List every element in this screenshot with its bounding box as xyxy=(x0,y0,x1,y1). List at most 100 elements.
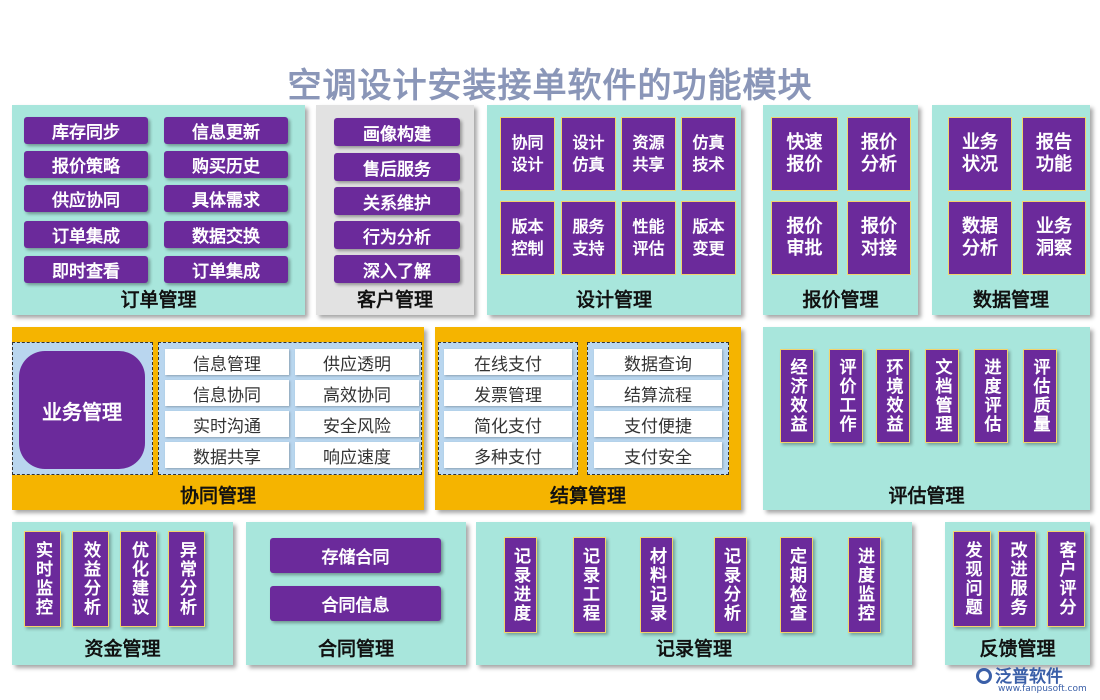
panel-data: 业务状况 报告功能 数据分析 业务洞察 数据管理 xyxy=(932,105,1090,315)
collab-item[interactable]: 供应透明 xyxy=(295,349,419,375)
data-item[interactable]: 数据分析 xyxy=(948,201,1012,275)
collab-item[interactable]: 信息管理 xyxy=(165,349,289,375)
eval-item[interactable]: 评价工作 xyxy=(829,349,863,443)
order-item[interactable]: 报价策略 xyxy=(24,151,148,178)
contract-item[interactable]: 合同信息 xyxy=(270,586,441,621)
collab-item[interactable]: 安全风险 xyxy=(295,411,419,437)
design-item[interactable]: 性能评估 xyxy=(621,201,676,275)
settle-item[interactable]: 在线支付 xyxy=(444,349,572,375)
brand-url: www.fanpusoft.com xyxy=(998,684,1087,694)
design-item[interactable]: 仿真技术 xyxy=(681,117,736,191)
settle-item[interactable]: 多种支付 xyxy=(444,442,572,468)
page-title: 空调设计安装接单软件的功能模块 xyxy=(287,66,813,106)
data-item[interactable]: 业务状况 xyxy=(948,117,1012,191)
eval-item[interactable]: 经济效益 xyxy=(780,349,814,443)
panel-label: 评估管理 xyxy=(888,485,965,507)
order-item[interactable]: 购买历史 xyxy=(164,151,288,178)
feedback-item[interactable]: 发现问题 xyxy=(953,531,991,627)
panel-label: 合同管理 xyxy=(317,638,394,660)
panel-label: 结算管理 xyxy=(549,485,626,507)
quote-item[interactable]: 快速报价 xyxy=(771,117,838,191)
collab-item[interactable]: 高效协同 xyxy=(295,380,419,406)
fund-item[interactable]: 异常分析 xyxy=(168,531,205,627)
design-item[interactable]: 服务支持 xyxy=(561,201,616,275)
customer-item[interactable]: 画像构建 xyxy=(334,118,460,146)
quote-item[interactable]: 报价分析 xyxy=(847,117,911,191)
design-item[interactable]: 设计仿真 xyxy=(561,117,616,191)
panel-customer: 画像构建 售后服务 关系维护 行为分析 深入了解 客户管理 xyxy=(316,105,474,315)
settle-item[interactable]: 数据查询 xyxy=(594,349,722,375)
panel-label: 反馈管理 xyxy=(979,638,1056,660)
order-item[interactable]: 订单集成 xyxy=(24,221,148,248)
record-item[interactable]: 进度监控 xyxy=(848,537,881,633)
eval-item[interactable]: 进度评估 xyxy=(974,349,1008,443)
brand-logo-icon xyxy=(976,668,992,684)
design-item[interactable]: 资源共享 xyxy=(621,117,676,191)
settle-item[interactable]: 支付安全 xyxy=(594,442,722,468)
settle-item[interactable]: 结算流程 xyxy=(594,380,722,406)
panel-order: 库存同步 信息更新 报价策略 购买历史 供应协同 具体需求 订单集成 数据交换 … xyxy=(12,105,305,315)
record-item[interactable]: 记录进度 xyxy=(504,537,537,633)
customer-item[interactable]: 售后服务 xyxy=(334,153,460,181)
collab-item[interactable]: 响应速度 xyxy=(295,442,419,468)
record-item[interactable]: 定期检查 xyxy=(780,537,813,633)
customer-item[interactable]: 深入了解 xyxy=(334,255,460,283)
panel-fund: 实时监控 效益分析 优化建议 异常分析 资金管理 xyxy=(12,522,233,665)
panel-label: 订单管理 xyxy=(120,289,197,311)
panel-label: 设计管理 xyxy=(575,289,652,311)
record-item[interactable]: 记录分析 xyxy=(714,537,747,633)
feedback-item[interactable]: 改进服务 xyxy=(998,531,1036,627)
fund-item[interactable]: 效益分析 xyxy=(72,531,109,627)
panel-eval: 经济效益 评价工作 环境效益 文档管理 进度评估 评估质量 评估管理 xyxy=(763,327,1090,510)
collab-item[interactable]: 数据共享 xyxy=(165,442,289,468)
settle-box-right: 数据查询 结算流程 支付便捷 支付安全 xyxy=(587,342,729,475)
customer-item[interactable]: 关系维护 xyxy=(334,187,460,215)
settle-box-left: 在线支付 发票管理 简化支付 多种支付 xyxy=(438,342,578,475)
customer-item[interactable]: 行为分析 xyxy=(334,221,460,249)
order-item[interactable]: 即时查看 xyxy=(24,256,148,283)
order-item[interactable]: 信息更新 xyxy=(164,117,288,144)
feedback-item[interactable]: 客户评分 xyxy=(1047,531,1085,627)
eval-item[interactable]: 文档管理 xyxy=(925,349,959,443)
data-item[interactable]: 报告功能 xyxy=(1022,117,1086,191)
record-item[interactable]: 记录工程 xyxy=(573,537,606,633)
fund-item[interactable]: 实时监控 xyxy=(24,531,61,627)
collab-items-box: 信息管理 供应透明 信息协同 高效协同 实时沟通 安全风险 数据共享 响应速度 xyxy=(158,342,422,475)
panel-label: 客户管理 xyxy=(356,289,433,311)
contract-item[interactable]: 存储合同 xyxy=(270,538,441,573)
eval-item[interactable]: 环境效益 xyxy=(876,349,910,443)
order-item[interactable]: 供应协同 xyxy=(24,185,148,212)
brand-logo: 泛普软件 xyxy=(976,662,1063,687)
design-item[interactable]: 协同设计 xyxy=(500,117,555,191)
business-management-button[interactable]: 业务管理 xyxy=(19,351,145,469)
data-item[interactable]: 业务洞察 xyxy=(1022,201,1086,275)
design-item[interactable]: 版本控制 xyxy=(500,201,555,275)
panel-label: 记录管理 xyxy=(655,638,732,660)
panel-feedback: 发现问题 改进服务 客户评分 反馈管理 xyxy=(945,522,1090,665)
panel-record: 记录进度 记录工程 材料记录 记录分析 定期检查 进度监控 记录管理 xyxy=(476,522,912,665)
quote-item[interactable]: 报价对接 xyxy=(847,201,911,275)
design-item[interactable]: 版本变更 xyxy=(681,201,736,275)
settle-item[interactable]: 发票管理 xyxy=(444,380,572,406)
settle-item[interactable]: 简化支付 xyxy=(444,411,572,437)
collab-item[interactable]: 信息协同 xyxy=(165,380,289,406)
panel-label: 资金管理 xyxy=(84,638,161,660)
order-item[interactable]: 订单集成 xyxy=(164,256,288,283)
panel-settle: 在线支付 发票管理 简化支付 多种支付 数据查询 结算流程 支付便捷 支付安全 … xyxy=(435,327,741,510)
panel-collab: 业务管理 信息管理 供应透明 信息协同 高效协同 实时沟通 安全风险 数据共享 … xyxy=(12,327,424,510)
panel-label: 数据管理 xyxy=(972,289,1049,311)
order-item[interactable]: 数据交换 xyxy=(164,221,288,248)
panel-design: 协同设计 设计仿真 资源共享 仿真技术 版本控制 服务支持 性能评估 版本变更 … xyxy=(487,105,741,315)
record-item[interactable]: 材料记录 xyxy=(640,537,673,633)
panel-quote: 快速报价 报价分析 报价审批 报价对接 报价管理 xyxy=(763,105,918,315)
settle-item[interactable]: 支付便捷 xyxy=(594,411,722,437)
quote-item[interactable]: 报价审批 xyxy=(771,201,838,275)
eval-item[interactable]: 评估质量 xyxy=(1023,349,1057,443)
panel-label: 报价管理 xyxy=(802,289,879,311)
collab-main-box: 业务管理 xyxy=(12,342,153,475)
order-item[interactable]: 库存同步 xyxy=(24,117,148,144)
collab-item[interactable]: 实时沟通 xyxy=(165,411,289,437)
panel-contract: 存储合同 合同信息 合同管理 xyxy=(246,522,466,665)
order-item[interactable]: 具体需求 xyxy=(164,185,288,212)
fund-item[interactable]: 优化建议 xyxy=(120,531,157,627)
